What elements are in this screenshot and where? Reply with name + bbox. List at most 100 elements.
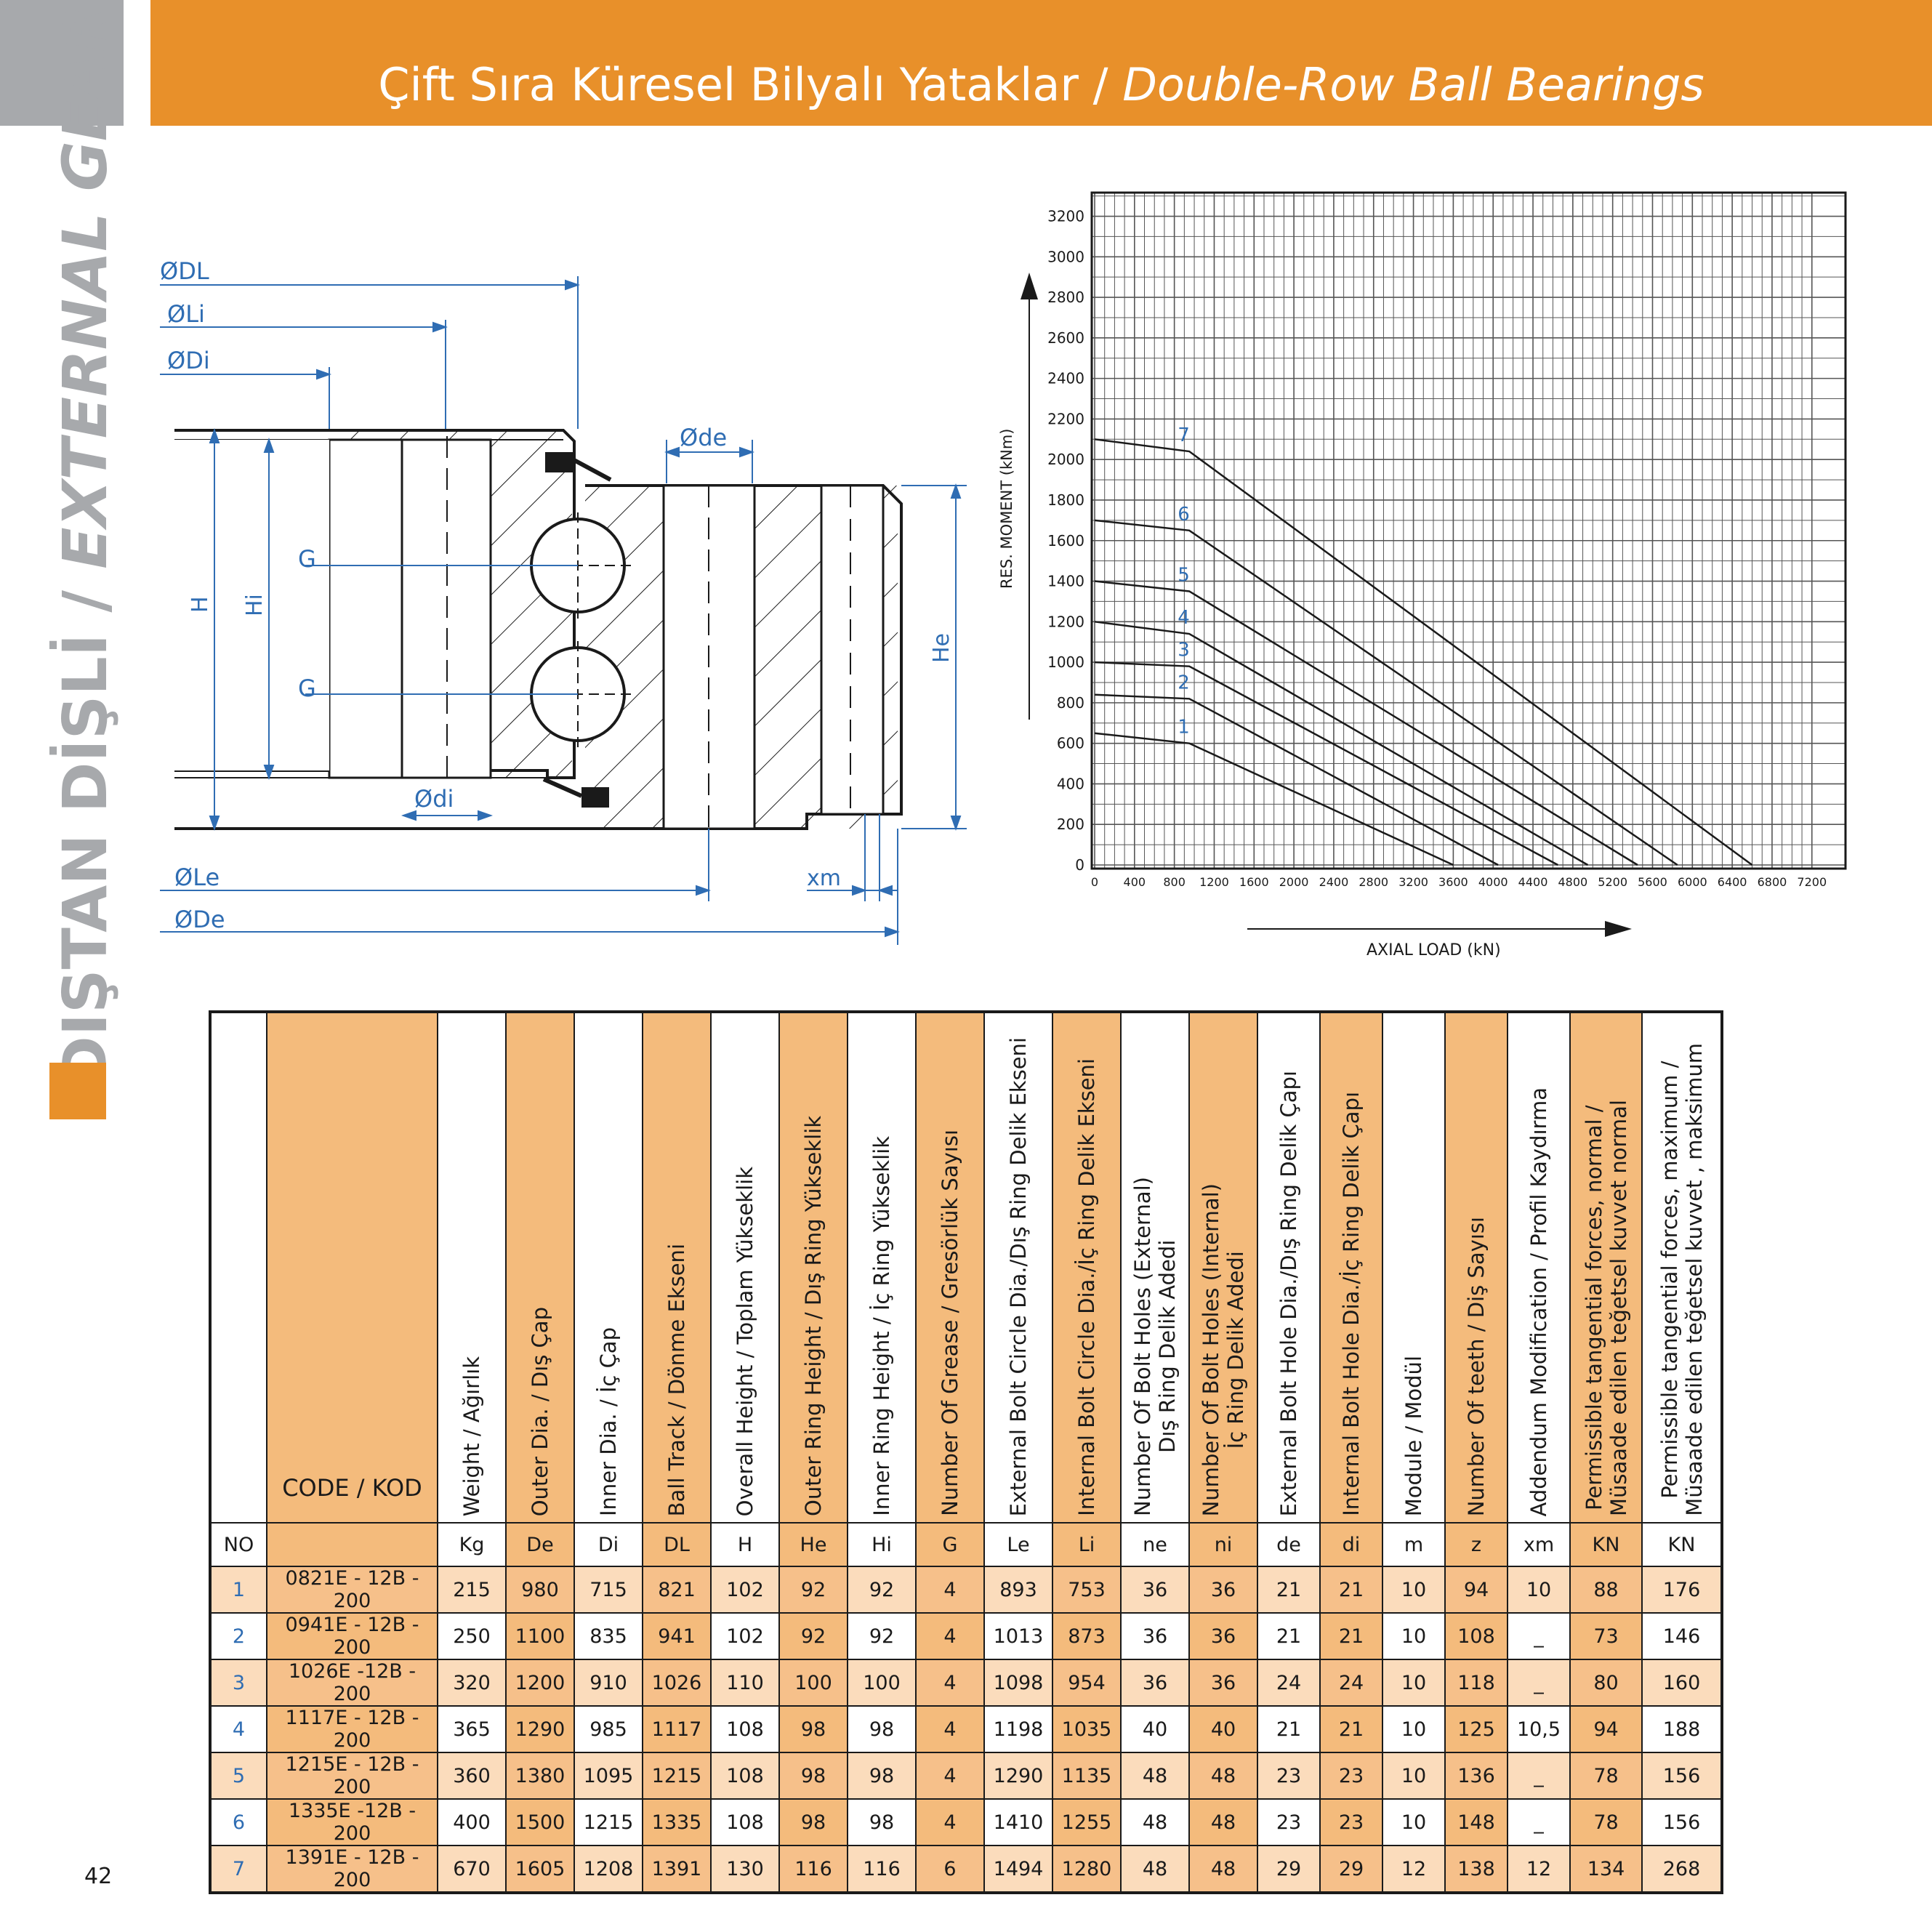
y-axis-arrowhead	[1021, 273, 1038, 299]
column-header-label: Inner Ring Height / İç Ring Yükseklik	[869, 1129, 894, 1521]
series-label-4: 4	[1178, 607, 1190, 629]
table-cell: 1117	[642, 1705, 712, 1753]
y-tick-label: 1000	[1047, 653, 1084, 671]
y-tick-label: 2200	[1047, 410, 1084, 427]
series-label-3: 3	[1178, 640, 1190, 661]
bearing-cross-section: ØDL ØLi ØDi Øde Ødi ØLe ØDe xm G G H Hi …	[160, 257, 967, 945]
header-line-1: Ball Track / Dönme Ekseni	[664, 1243, 689, 1516]
table-cell: 400	[437, 1798, 507, 1846]
chart-grid	[1092, 193, 1846, 869]
table-cell: 1215	[642, 1752, 712, 1800]
table-cell: 160	[1641, 1659, 1723, 1707]
symbol-cell-7: He	[778, 1522, 848, 1567]
table-cell: 1026	[642, 1659, 712, 1707]
table-cell: 10	[1382, 1659, 1446, 1707]
table-cell: 48	[1120, 1798, 1190, 1846]
header-line-1: Internal Bolt Circle Dia./İç Ring Delik …	[1074, 1058, 1099, 1516]
table-cell: 980	[505, 1566, 575, 1614]
x-tick-label: 2400	[1319, 875, 1349, 889]
symbol-cell-18: xm	[1507, 1522, 1571, 1567]
load-chart: 0200400600800100012001400160018002000220…	[998, 191, 1847, 959]
product-code: 1026E -12B - 200	[266, 1659, 438, 1707]
g-upper-label: G	[298, 545, 316, 573]
series-line-7	[1094, 438, 1753, 866]
table-cell: 98	[847, 1752, 917, 1800]
title-english: Double-Row Ball Bearings	[1122, 58, 1704, 111]
table-cell: _	[1507, 1752, 1571, 1800]
table-cell: 1198	[983, 1705, 1053, 1753]
symbol-cell-1	[266, 1522, 438, 1567]
table-cell: 1035	[1052, 1705, 1122, 1753]
di-bolt-label: Ødi	[414, 785, 454, 813]
table-cell: 98	[778, 1798, 848, 1846]
li-label: ØLi	[167, 300, 205, 328]
x-axis-arrowhead	[1605, 921, 1632, 937]
row-number: 1	[209, 1566, 267, 1614]
side-label: DIŞTAN DİŞLİ / EXTERNAL GEAR	[49, 5, 121, 1087]
h-label: H	[188, 596, 213, 613]
row-number: 2	[209, 1612, 267, 1660]
table-cell: 1200	[505, 1659, 575, 1707]
column-header-label: Outer Ring Height / Dış Ring Yükseklik	[801, 1108, 826, 1521]
column-header-label: External Bolt Circle Dia./Dış Ring Delik…	[1006, 1030, 1031, 1521]
table-cell: 48	[1120, 1845, 1190, 1893]
table-cell: 108	[1444, 1612, 1508, 1660]
table-cell: 40	[1120, 1705, 1190, 1753]
table-cell: 835	[573, 1612, 643, 1660]
column-header-2: Weight / Ağırlık	[437, 1011, 507, 1524]
column-header-13: Number Of Bolt Holes (Internal)İç Ring D…	[1188, 1011, 1258, 1524]
table-cell: 116	[778, 1845, 848, 1893]
table-cell: 954	[1052, 1659, 1122, 1707]
column-header-19: Permissible tangential forces, normal /M…	[1569, 1011, 1643, 1524]
x-tick-label: 400	[1124, 875, 1146, 889]
y-tick-label: 2800	[1047, 289, 1084, 306]
x-axis-label: AXIAL LOAD (kN)	[1367, 941, 1501, 959]
product-code: 1215E - 12B - 200	[266, 1752, 438, 1800]
column-header-0	[209, 1011, 267, 1524]
x-tick-label: 7200	[1797, 875, 1827, 889]
symbol-cell-20: KN	[1641, 1522, 1723, 1567]
table-cell: 48	[1188, 1752, 1258, 1800]
table-cell: 1335	[642, 1798, 712, 1846]
header-line-2: Müsaade edilen teğetsel kuvvet , maksimu…	[1681, 1043, 1707, 1516]
column-header-17: Number Of teeth / Diş Sayısı	[1444, 1011, 1508, 1524]
table-cell: 21	[1257, 1612, 1321, 1660]
x-tick-label: 2800	[1359, 875, 1388, 889]
code-header-label: CODE / KOD	[282, 1474, 422, 1502]
symbol-cell-17: z	[1444, 1522, 1508, 1567]
y-tick-label: 1800	[1047, 491, 1084, 509]
symbol-cell-0: NO	[209, 1522, 267, 1567]
x-tick-label: 6000	[1678, 875, 1707, 889]
table-cell: 21	[1257, 1566, 1321, 1614]
table-cell: 36	[1120, 1566, 1190, 1614]
table-cell: 873	[1052, 1612, 1122, 1660]
table-cell: 821	[642, 1566, 712, 1614]
product-code: 1117E - 12B - 200	[266, 1705, 438, 1753]
table-cell: 268	[1641, 1845, 1723, 1893]
table-cell: 24	[1257, 1659, 1321, 1707]
table-cell: 4	[915, 1798, 985, 1846]
column-header-14: External Bolt Hole Dia./Dış Ring Delik Ç…	[1257, 1011, 1321, 1524]
column-header-7: Outer Ring Height / Dış Ring Yükseklik	[778, 1011, 848, 1524]
series-label-2: 2	[1178, 672, 1190, 693]
symbol-cell-6: H	[710, 1522, 780, 1567]
column-header-label: Number Of Bolt Holes (External)Dış Ring …	[1130, 1170, 1180, 1521]
table-cell: 138	[1444, 1845, 1508, 1893]
header-line-1: Inner Ring Height / İç Ring Yükseklik	[869, 1136, 894, 1516]
series-line-6	[1094, 519, 1678, 866]
table-cell: 156	[1641, 1798, 1723, 1846]
series-line-5	[1094, 580, 1638, 866]
table-cell: 108	[710, 1752, 780, 1800]
table-cell: 118	[1444, 1659, 1508, 1707]
table-cell: 10	[1382, 1566, 1446, 1614]
table-cell: 1380	[505, 1752, 575, 1800]
table-cell: 4	[915, 1612, 985, 1660]
table-cell: 1391	[642, 1845, 712, 1893]
column-header-label: Internal Bolt Hole Dia./İç Ring Delik Ça…	[1339, 1084, 1364, 1521]
column-header-label: Permissible tangential forces, normal /M…	[1582, 1092, 1631, 1521]
symbol-cell-5: DL	[642, 1522, 712, 1567]
